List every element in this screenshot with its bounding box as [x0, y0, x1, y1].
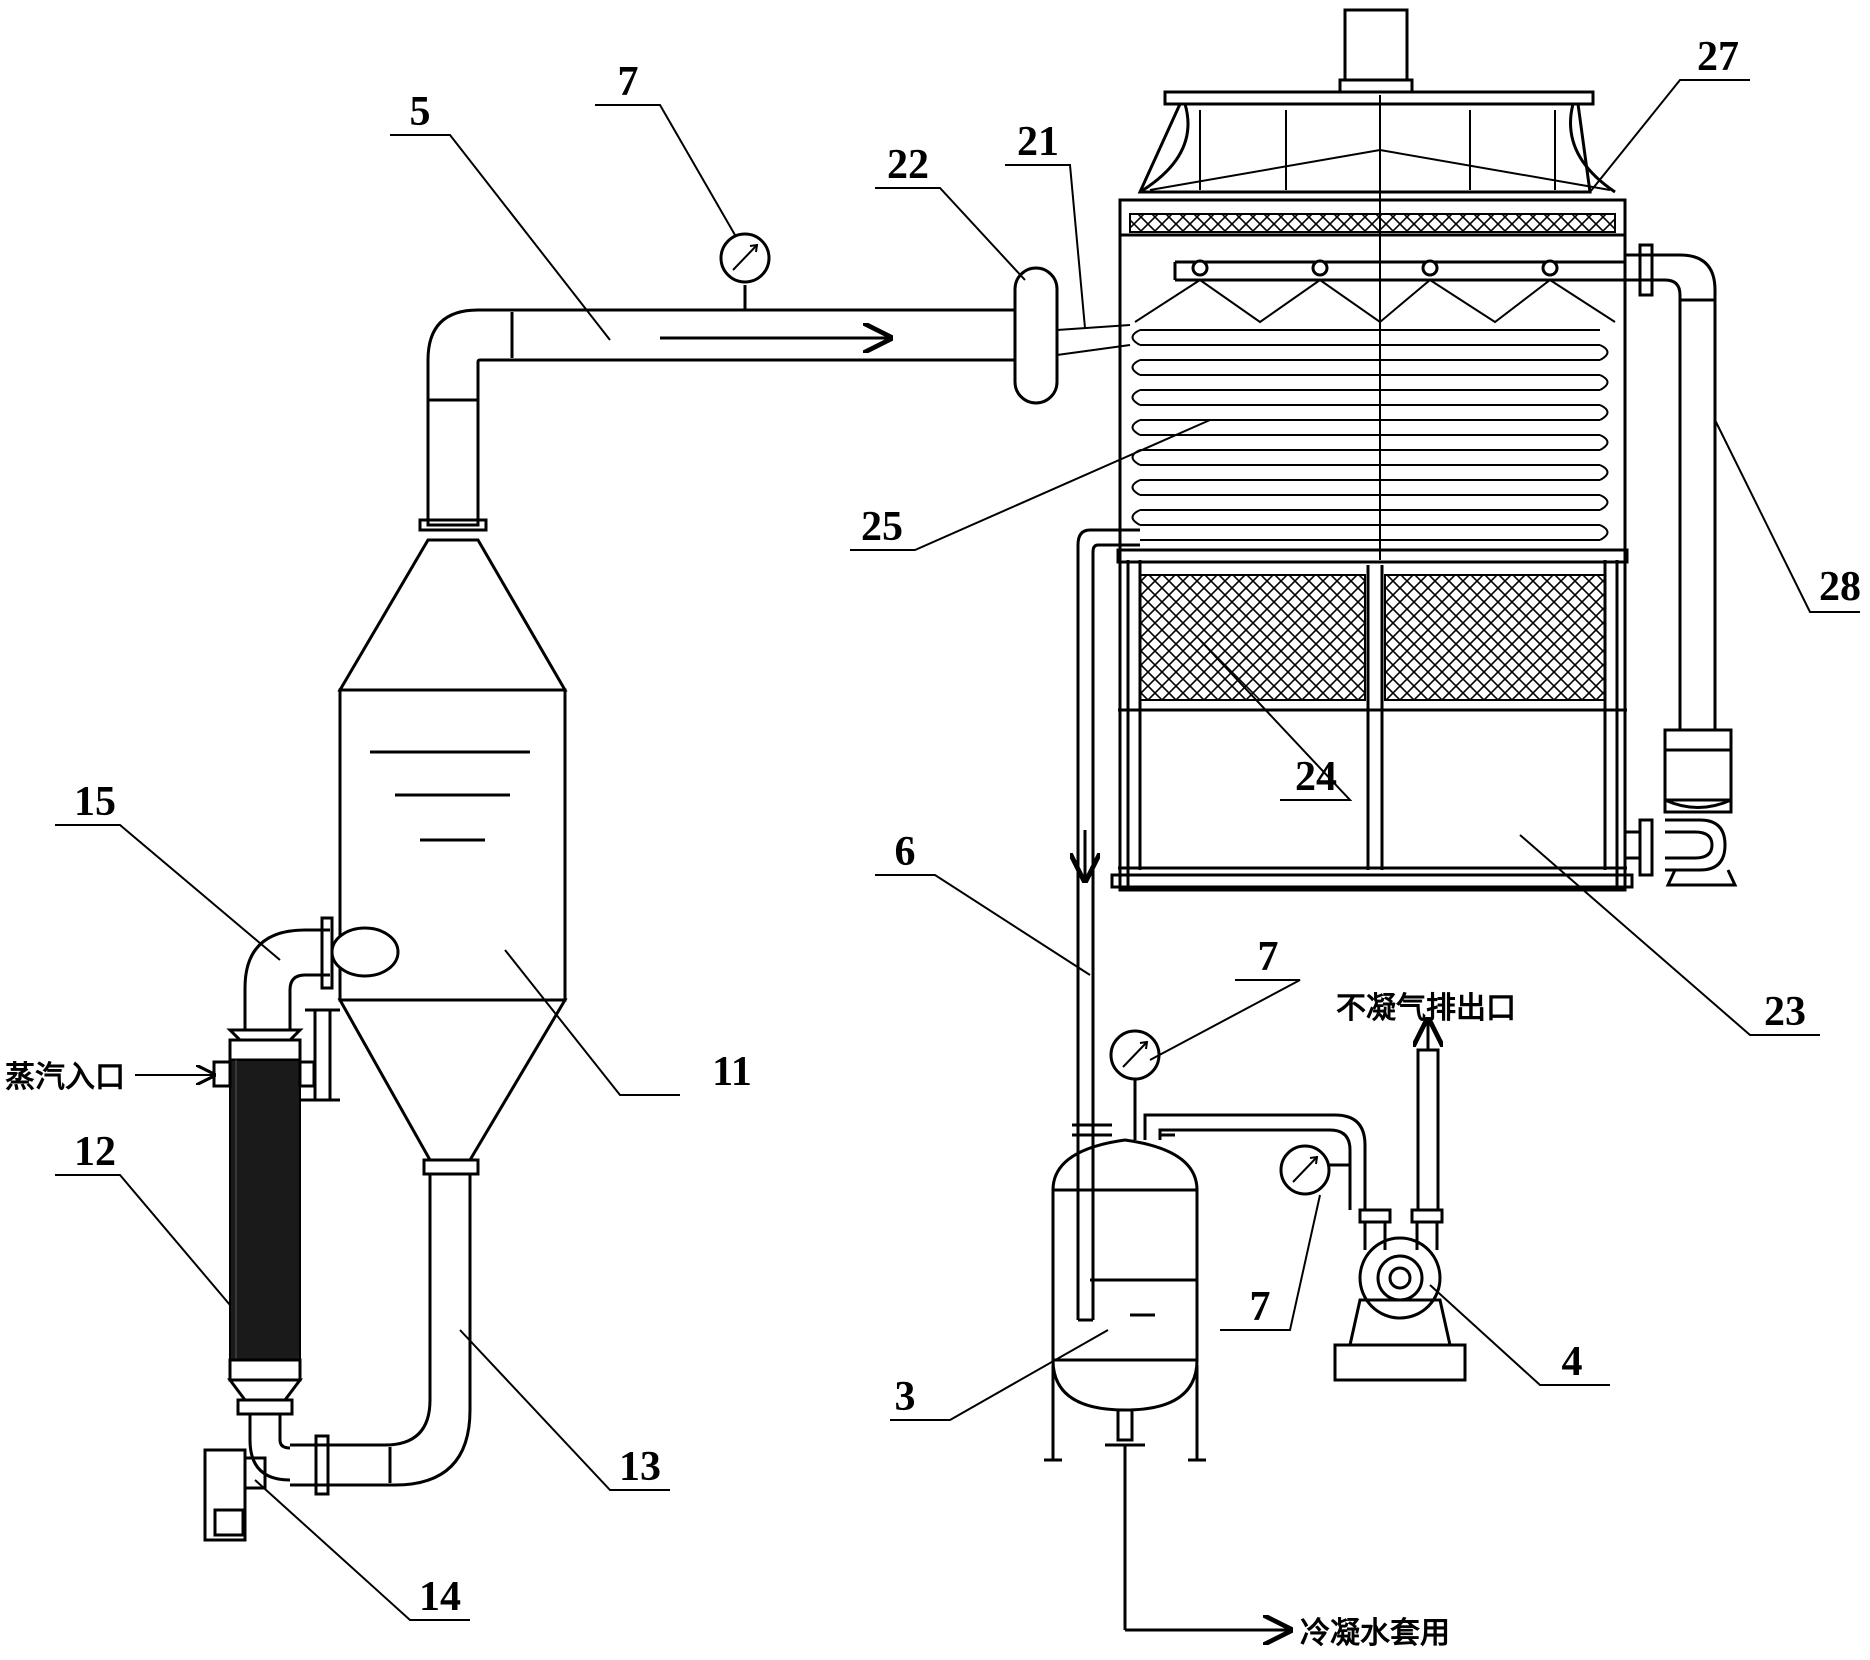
condensate-pipe — [1072, 528, 1140, 1322]
label-28: 28 — [1819, 564, 1861, 610]
vapour-pipe — [426, 285, 1015, 400]
condensate-reuse-label: 冷凝水套用 — [1300, 1616, 1450, 1651]
label-3: 3 — [895, 1374, 916, 1420]
pressure-gauge-receiver — [1109, 1029, 1161, 1081]
steam-inlet-label: 蒸汽入口 — [5, 1060, 125, 1095]
label-6: 6 — [895, 829, 916, 875]
label-7-low: 7 — [1250, 1284, 1271, 1330]
vapour-separator — [1013, 266, 1131, 405]
label-15: 15 — [74, 779, 116, 825]
return-bend — [243, 916, 400, 1102]
vacuum-pump — [1333, 1020, 1467, 1382]
label-25: 25 — [861, 504, 903, 550]
pressure-gauge-pump — [1279, 1144, 1331, 1196]
vacuum-line — [1143, 1113, 1367, 1210]
leader-lines — [55, 79, 1860, 1621]
spray-water-pipe — [1625, 243, 1738, 887]
label-7-mid: 7 — [1258, 934, 1279, 980]
noncondensable-outlet-label: 不凝气排出口 — [1336, 991, 1516, 1026]
label-14: 14 — [419, 1574, 461, 1620]
condensing-coil — [1131, 329, 1609, 541]
evaporator-separator — [337, 398, 568, 1176]
label-23: 23 — [1764, 989, 1806, 1035]
label-4: 4 — [1562, 1339, 1583, 1385]
tube-heater — [212, 1028, 316, 1416]
component-labels: 5 7 22 21 27 25 28 24 23 6 7 7 15 11 12 … — [5, 34, 1861, 1651]
label-24: 24 — [1295, 754, 1337, 800]
spray-nozzles — [1191, 259, 1559, 277]
label-13: 13 — [619, 1444, 661, 1490]
evaporative-condenser — [1110, 8, 1634, 892]
condensate-receiver — [1044, 1080, 1290, 1630]
label-21: 21 — [1017, 119, 1059, 165]
drain-elbow — [203, 1414, 291, 1542]
label-12: 12 — [74, 1129, 116, 1175]
label-5: 5 — [410, 89, 431, 135]
pressure-gauge-vapour — [719, 232, 771, 284]
label-11: 11 — [712, 1049, 752, 1095]
label-27: 27 — [1697, 34, 1739, 80]
label-22: 22 — [887, 142, 929, 188]
circulation-pipe — [290, 1174, 472, 1496]
label-7-top: 7 — [618, 59, 639, 105]
